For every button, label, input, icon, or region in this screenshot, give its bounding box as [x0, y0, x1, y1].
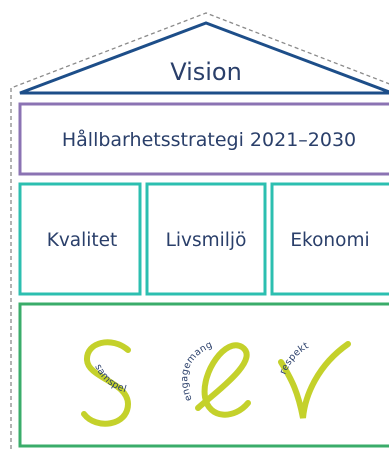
roof-triangle [19, 21, 389, 95]
pillar-label-livsmiljo: Livsmiljö [166, 230, 247, 251]
value-letter-e [195, 342, 251, 418]
pillar-label-ekonomi: Ekonomi [290, 230, 369, 251]
strategy-band [18, 102, 389, 176]
value-letter-s [81, 339, 132, 427]
pillar-box-livsmiljo [145, 182, 267, 296]
pillar-box-kvalitet [18, 182, 142, 296]
pillar-box-ekonomi [270, 182, 389, 296]
roof-label: Vision [170, 58, 242, 86]
dashed-house-outline [10, 12, 389, 449]
value-letter-r [278, 341, 351, 419]
pillar-label-kvalitet: Kvalitet [47, 230, 118, 251]
strategy-label: Hållbarhetsstrategi 2021–2030 [62, 128, 356, 151]
